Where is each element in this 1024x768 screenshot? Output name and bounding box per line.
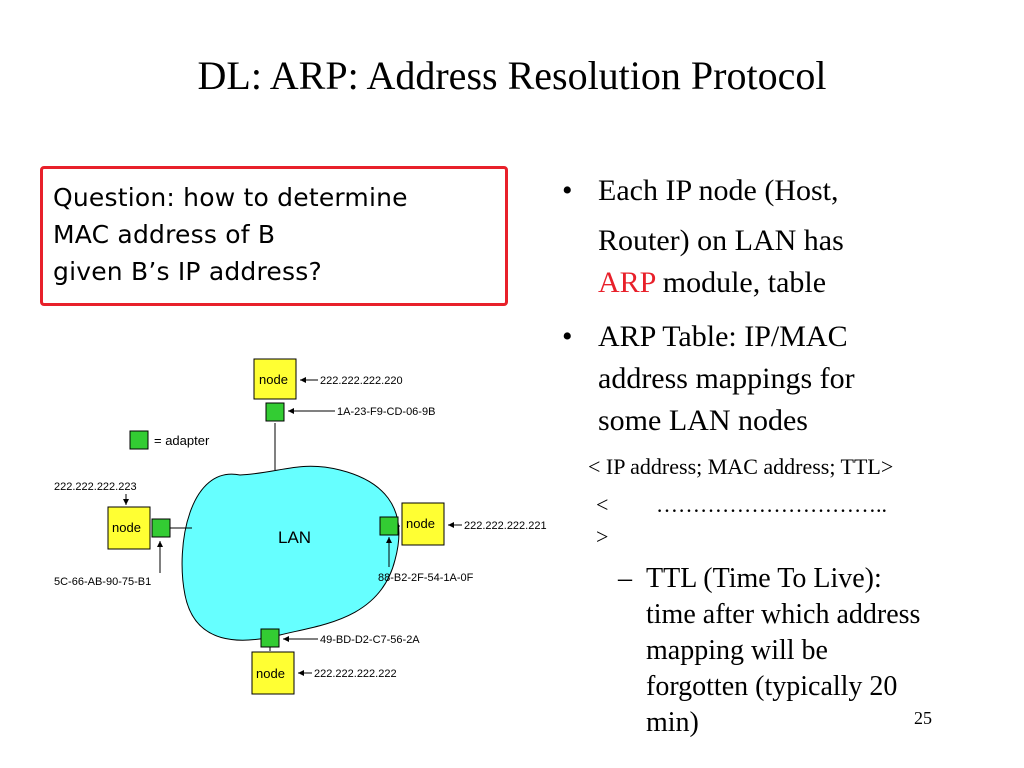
node-left bbox=[107, 506, 151, 550]
arp-entry-ellipsis: ………………………….. bbox=[656, 492, 887, 517]
bullet-1-line-3: ARP module, table bbox=[598, 262, 826, 304]
bullet-1-marker: • bbox=[562, 174, 573, 207]
sub-bullet-line-1: TTL (Time To Live): bbox=[646, 563, 882, 594]
adapter-left bbox=[151, 518, 171, 538]
node-right-label: node bbox=[406, 516, 435, 531]
arrowhead-left-mac bbox=[157, 541, 163, 547]
sub-bullet-marker: – bbox=[618, 563, 632, 594]
sub-bullet-line-5: min) bbox=[646, 707, 699, 738]
arp-entry-format: < IP address; MAC address; TTL> bbox=[588, 454, 894, 479]
slide-title: DL: ARP: Address Resolution Protocol bbox=[197, 53, 827, 98]
legend-adapter-label: = adapter bbox=[154, 433, 210, 448]
arrowhead-top-mac bbox=[288, 408, 294, 414]
adapter-bottom bbox=[260, 628, 280, 648]
question-line-2: MAC address of B bbox=[53, 220, 276, 249]
arrowhead-right-ip bbox=[448, 522, 454, 528]
node-bottom-label: node bbox=[256, 666, 285, 681]
arrowhead-left-ip bbox=[123, 499, 129, 505]
arp-entry-open: < bbox=[596, 492, 609, 517]
adapter-top bbox=[265, 402, 285, 422]
bullet-1-line-2: Router) on LAN has bbox=[598, 224, 844, 257]
legend-adapter-swatch bbox=[129, 430, 149, 450]
arrowhead-bottom-ip bbox=[298, 670, 304, 676]
node-top bbox=[253, 358, 297, 400]
bullet-1-line-3-rest: module, table bbox=[655, 266, 827, 299]
sub-bullet-line-2: time after which address bbox=[646, 599, 921, 630]
node-top-ip: 222.222.222.220 bbox=[320, 375, 403, 387]
bullet-2-line-3: some LAN nodes bbox=[598, 404, 808, 437]
sub-bullet-line-3: mapping will be bbox=[646, 635, 828, 666]
node-top-label: node bbox=[259, 372, 288, 387]
slide-number: 25 bbox=[914, 708, 932, 728]
question-line-3: given B’s IP address? bbox=[53, 257, 322, 286]
node-left-ip: 222.222.222.223 bbox=[54, 481, 137, 493]
node-bottom-ip: 222.222.222.222 bbox=[314, 668, 397, 680]
node-right-ip: 222.222.222.221 bbox=[464, 520, 547, 532]
sub-bullet-line-4: forgotten (typically 20 bbox=[646, 671, 898, 702]
bullet-2-marker: • bbox=[562, 320, 573, 353]
node-right bbox=[401, 502, 445, 546]
lan-cloud bbox=[181, 465, 400, 641]
lan-label: LAN bbox=[278, 528, 311, 547]
arp-entry-close: > bbox=[596, 524, 609, 549]
bullet-2-line-2: address mappings for bbox=[598, 362, 855, 395]
question-box: Question: how to determine MAC address o… bbox=[40, 166, 508, 306]
node-top-mac: 1A-23-F9-CD-06-9B bbox=[337, 406, 435, 418]
adapter-right bbox=[379, 516, 399, 536]
arrowhead-right-mac bbox=[386, 537, 392, 543]
node-bottom bbox=[251, 651, 295, 695]
arrowhead-bottom-mac bbox=[283, 636, 289, 642]
arp-lan-diagram: LAN = adapter node 222.222.222.220 1A-23… bbox=[54, 358, 547, 695]
bullet-2-line-1: ARP Table: IP/MAC bbox=[598, 320, 848, 353]
bullet-1-line-1: Each IP node (Host, bbox=[598, 174, 839, 207]
node-bottom-mac: 49-BD-D2-C7-56-2A bbox=[320, 634, 420, 646]
arrowhead-top-ip bbox=[300, 377, 306, 383]
question-line-1: Question: how to determine bbox=[53, 183, 408, 212]
node-left-label: node bbox=[112, 520, 141, 535]
node-right-mac: 88-B2-2F-54-1A-0F bbox=[378, 572, 474, 584]
arp-highlight: ARP bbox=[598, 266, 656, 299]
node-left-mac: 5C-66-AB-90-75-B1 bbox=[54, 576, 151, 588]
